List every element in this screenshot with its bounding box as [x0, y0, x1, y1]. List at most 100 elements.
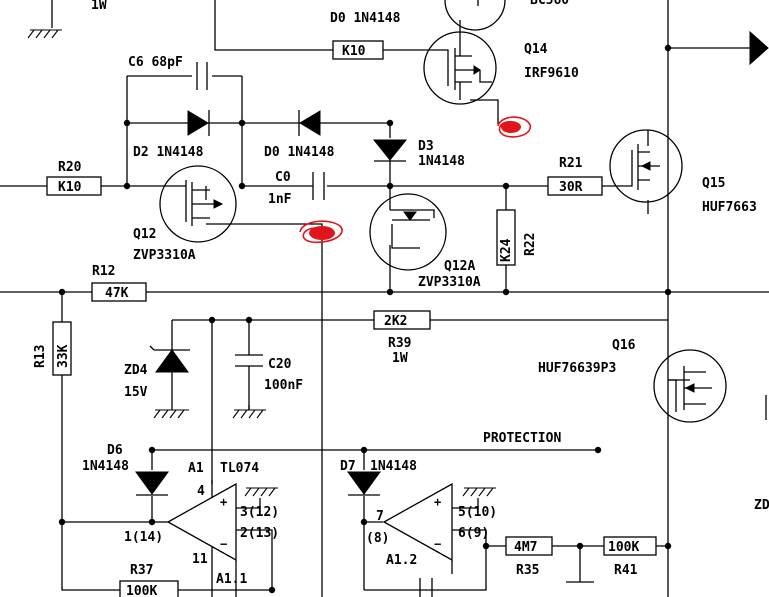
- label-q16: Q16: [612, 338, 636, 353]
- opamps: [166, 395, 767, 597]
- label-r22: R22: [523, 233, 538, 256]
- label-c20: C20: [268, 357, 292, 372]
- label-r35: R35: [516, 563, 539, 578]
- label-c0-val: 1nF: [268, 192, 292, 207]
- resistor-r-top-k10: [332, 40, 384, 60]
- label-r20-val: K10: [58, 180, 82, 195]
- label-pin5: 5(10): [458, 505, 497, 520]
- transistor-q16: [653, 349, 727, 423]
- label-q14-part: IRF9610: [524, 66, 579, 81]
- label-r37: R37: [130, 563, 153, 578]
- resistor-r35: [505, 536, 553, 556]
- ground-icon: [27, 29, 62, 39]
- label-zd-right: ZD: [754, 498, 769, 513]
- transistor-q12a: [369, 193, 447, 271]
- label-top-1w: 1W: [91, 0, 107, 13]
- labels: 1W D0 1N4148 BC560 K10 Q14 IRF9610 C6 68…: [33, 0, 769, 597]
- resistor-r37: [119, 580, 179, 597]
- red-scribble-mark: [299, 220, 343, 244]
- junction-dots: [58, 44, 672, 594]
- label-r39-w: 1W: [392, 351, 408, 366]
- label-q12: Q12: [133, 227, 156, 242]
- label-zd4-val: 15V: [124, 385, 148, 400]
- transistor-q14: [423, 31, 497, 105]
- label-c6: C6 68pF: [128, 55, 183, 70]
- label-d3-part: 1N4148: [418, 154, 465, 169]
- label-r35-val: 4M7: [514, 540, 537, 555]
- label-r20: R20: [58, 160, 82, 175]
- red-annotation-marks: [299, 116, 531, 244]
- label-zd4: ZD4: [124, 363, 148, 378]
- label-d6-part: 1N4148: [82, 459, 129, 474]
- zener-zd4: [149, 345, 190, 405]
- diode-d3: [372, 139, 408, 162]
- transistor-top-partial: [444, 0, 506, 31]
- label-r-top-k10: K10: [342, 44, 366, 59]
- label-d3: D3: [418, 139, 434, 154]
- label-a12: A1.2: [386, 553, 417, 568]
- resistor-r41: [603, 536, 657, 556]
- label-r24: K24: [499, 238, 514, 262]
- label-top-bc: BC560: [530, 0, 569, 8]
- label-c20-val: 100nF: [264, 378, 303, 393]
- opamp-a1-1: [166, 482, 237, 562]
- ground-icon: [244, 487, 278, 497]
- label-plus-a1: +: [220, 495, 227, 509]
- label-pin4: 4: [197, 484, 205, 499]
- capacitors: [196, 62, 325, 367]
- capacitor-c6: [196, 62, 208, 90]
- transistors: [159, 0, 727, 423]
- label-pin2: 2(13): [240, 526, 279, 541]
- resistor-r20: [46, 176, 102, 196]
- label-c0: C0: [275, 170, 291, 185]
- label-q15: Q15: [702, 176, 725, 191]
- label-plus-a2: +: [434, 495, 441, 509]
- label-pin1: 1(14): [124, 530, 163, 545]
- red-scribble-mark: [497, 116, 531, 138]
- label-top-d0: D0 1N4148: [330, 11, 401, 26]
- transistor-q15: [609, 129, 683, 203]
- label-r39-val: 2K2: [384, 314, 407, 329]
- label-q12a-part: ZVP3310A: [418, 275, 481, 290]
- label-r21-val: 30R: [559, 180, 583, 195]
- transistor-q12: [159, 165, 237, 243]
- label-a1: A1: [188, 461, 204, 476]
- label-a11: A1.1: [216, 572, 247, 587]
- resistor-r12: [91, 282, 147, 302]
- resistor-r21: [547, 176, 603, 196]
- label-minus-a2: −: [434, 537, 441, 551]
- label-pin6: 6(9): [458, 526, 489, 541]
- capacitor-c0: [312, 172, 325, 200]
- label-a1-part: TL074: [220, 461, 259, 476]
- label-d2: D2 1N4148: [133, 145, 204, 160]
- ground-icon: [232, 409, 266, 419]
- label-r39: R39: [388, 336, 411, 351]
- opamp-a1-2: [382, 482, 453, 562]
- label-r13: R13: [33, 345, 48, 368]
- label-r12-val: 47K: [105, 286, 129, 301]
- resistor-r22: [496, 209, 516, 266]
- label-r37-val: 100K: [126, 584, 157, 597]
- label-q14: Q14: [524, 42, 548, 57]
- label-pin8: (8): [366, 531, 389, 546]
- resistor-r13: [52, 321, 72, 376]
- ground-symbols: [27, 29, 496, 497]
- diode-d0-mid: [298, 110, 321, 136]
- diode-d7: [347, 471, 381, 496]
- diode-d6: [135, 471, 169, 496]
- ground-icon: [153, 409, 189, 419]
- label-r21: R21: [559, 156, 583, 171]
- label-r13-val: 33K: [56, 344, 71, 368]
- ground-icon: [462, 487, 496, 497]
- label-minus-a1: −: [220, 537, 227, 551]
- label-protection: PROTECTION: [483, 431, 561, 446]
- resistor-r39: [373, 310, 431, 330]
- label-d7-part: 1N4148: [370, 459, 417, 474]
- label-d6: D6: [107, 443, 123, 458]
- label-pin7: 7: [376, 509, 384, 524]
- diode-d2: [187, 110, 210, 136]
- label-q12a: Q12A: [444, 259, 475, 274]
- label-r41-val: 100K: [608, 540, 639, 555]
